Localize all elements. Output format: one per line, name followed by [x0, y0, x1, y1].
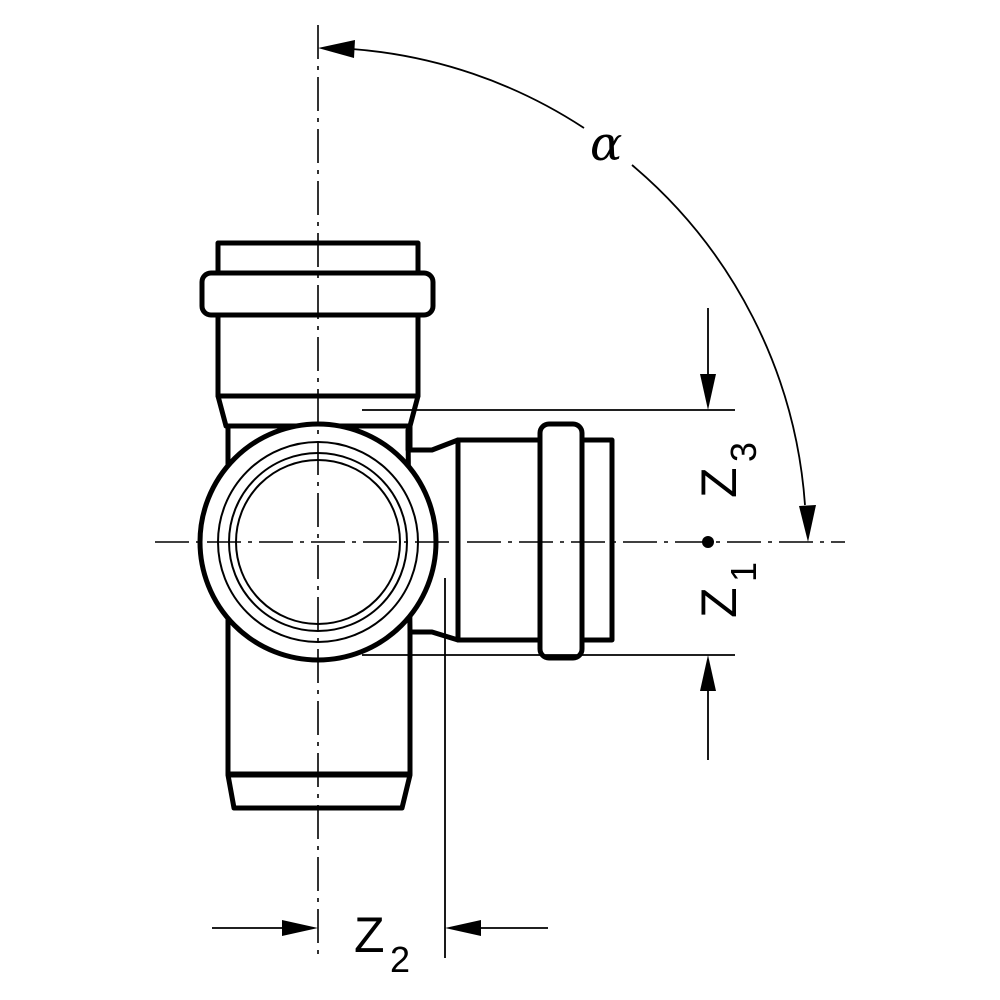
alpha-arrowhead-top	[318, 40, 355, 58]
center-lines	[155, 25, 845, 958]
labels: α Z 2 Z 3 Z 1	[354, 116, 764, 980]
z1-label-main: Z	[691, 587, 747, 618]
bottom-spigot	[225, 772, 413, 811]
fitting-body	[197, 240, 615, 811]
dimension-lines	[212, 40, 816, 958]
z3-arrowhead	[700, 374, 716, 410]
z2-label: Z 2	[354, 907, 410, 980]
alpha-arc-upper	[351, 48, 585, 129]
z1-arrowhead	[700, 655, 716, 691]
z2-label-main: Z	[354, 907, 385, 963]
z1-label: Z 1	[691, 562, 764, 618]
z3-label-group: Z 3	[691, 442, 764, 498]
z3-label-sub: 3	[723, 442, 764, 462]
alpha-arrowhead-right	[799, 505, 816, 542]
z2-label-sub: 2	[390, 939, 410, 980]
alpha-arc-lower	[631, 164, 806, 506]
z1-label-group: Z 1	[691, 562, 764, 618]
z2-right-arrowhead	[445, 920, 481, 936]
z3-label: Z 3	[691, 442, 764, 498]
side-branch-ring	[537, 421, 585, 661]
z3-label-main: Z	[691, 467, 747, 498]
side-branch-end	[577, 437, 615, 643]
z1-label-sub: 1	[723, 562, 764, 582]
z2-left-arrowhead	[282, 920, 318, 936]
side-branch-body	[455, 437, 547, 643]
origin-point	[702, 536, 714, 548]
alpha-label: α	[590, 116, 622, 172]
